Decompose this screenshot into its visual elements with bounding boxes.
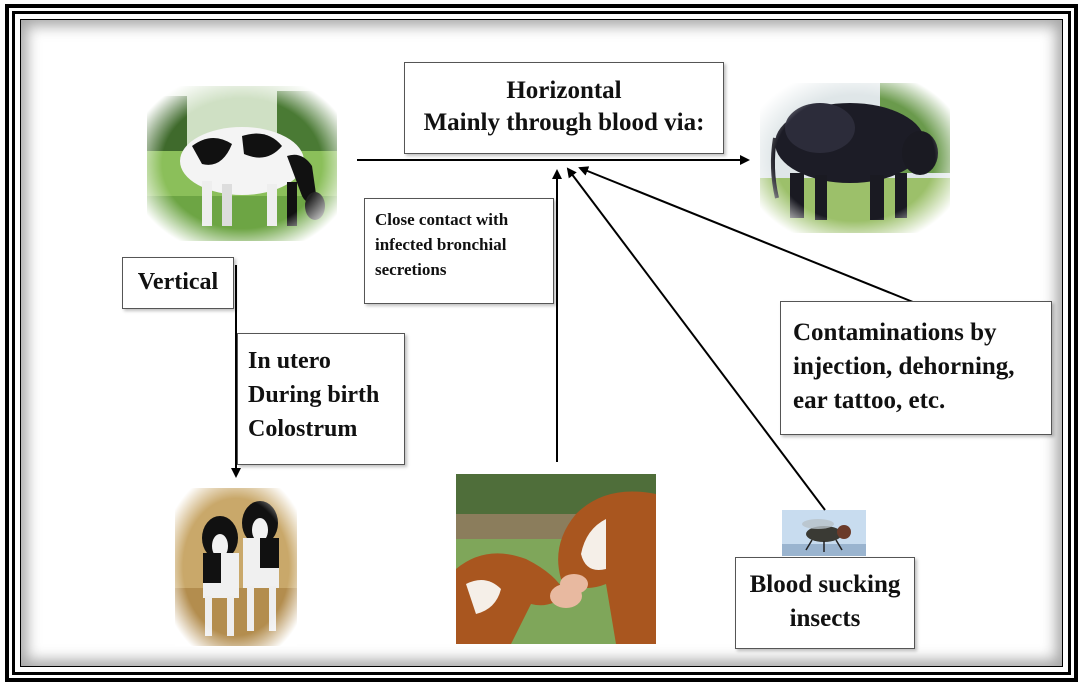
horizontal-title: Horizontal [405, 75, 723, 107]
vertical-box: Vertical [122, 257, 234, 309]
insects-box: Blood sucking insects [735, 557, 915, 649]
route-in-utero: In utero [248, 344, 404, 378]
contamination-arrow-line [580, 168, 913, 302]
contamination-line2: injection, dehorning, [793, 350, 1051, 384]
close-contact-line3: secretions [375, 257, 553, 282]
insects-line1: Blood sucking [736, 568, 914, 602]
route-during-birth: During birth [248, 378, 404, 412]
insects-line2: insects [736, 602, 914, 636]
vertical-label: Vertical [123, 258, 233, 306]
route-colostrum: Colostrum [248, 412, 404, 446]
close-contact-line1: Close contact with [375, 207, 553, 232]
contamination-line3: ear tattoo, etc. [793, 384, 1051, 418]
vertical-routes-box: In utero During birth Colostrum [237, 333, 405, 465]
horizontal-box: Horizontal Mainly through blood via: [404, 62, 724, 154]
contamination-line1: Contaminations by [793, 316, 1051, 350]
contamination-box: Contaminations by injection, dehorning, … [780, 301, 1052, 435]
close-contact-line2: infected bronchial [375, 232, 553, 257]
close-contact-box: Close contact with infected bronchial se… [364, 198, 554, 304]
horizontal-subtitle: Mainly through blood via: [405, 107, 723, 139]
